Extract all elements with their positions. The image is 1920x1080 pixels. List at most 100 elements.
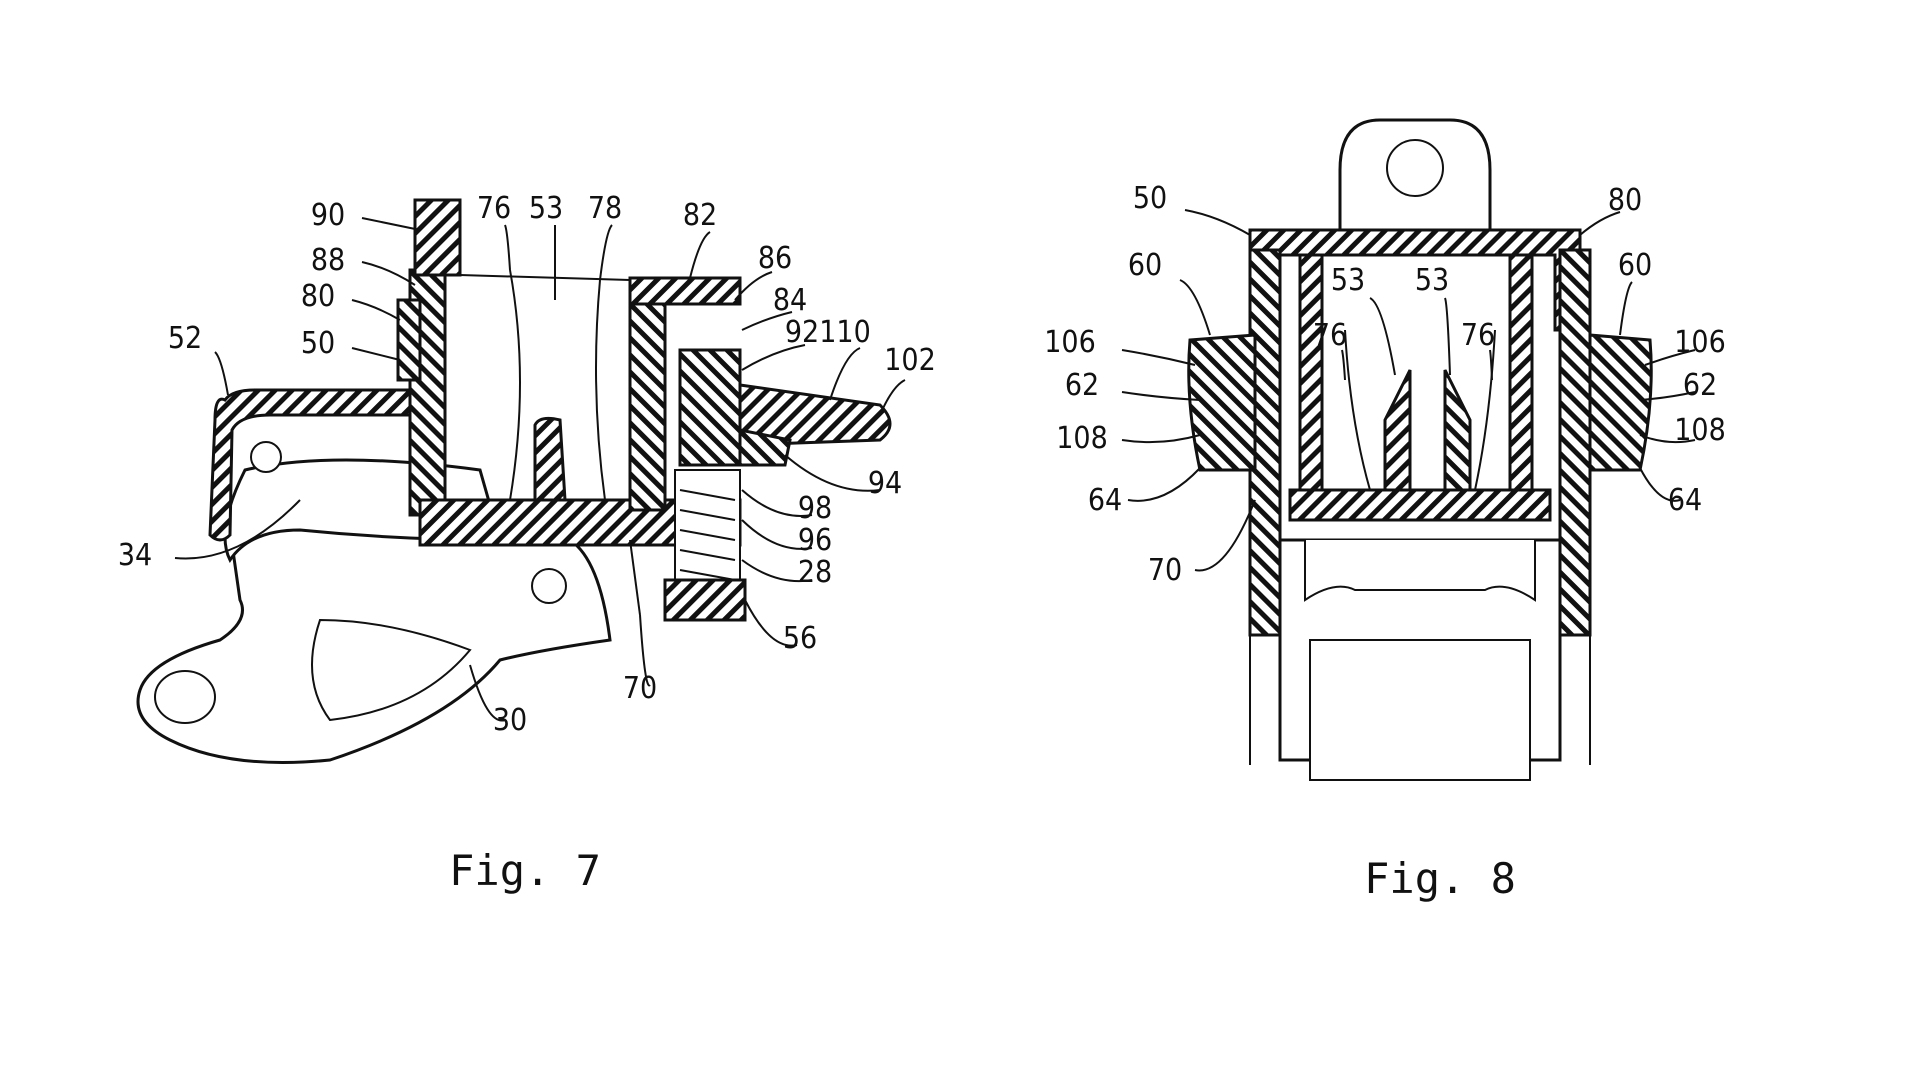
reference-numeral-64: 64 bbox=[1088, 483, 1122, 518]
reference-numeral-52: 52 bbox=[168, 321, 202, 356]
leader-line bbox=[1579, 211, 1621, 236]
collar-80 bbox=[396, 298, 422, 382]
leader-line bbox=[1489, 349, 1493, 381]
reference-numeral-64: 64 bbox=[1668, 483, 1702, 518]
leader-line bbox=[1184, 209, 1251, 236]
figure-captions: Fig. 7 Fig. 8 bbox=[449, 846, 1516, 903]
leader-line bbox=[639, 614, 651, 687]
reference-numeral-53: 53 bbox=[1415, 263, 1449, 298]
leader-line bbox=[744, 599, 798, 647]
leader-line bbox=[689, 231, 711, 279]
leader-line bbox=[361, 217, 421, 231]
arm-pin bbox=[250, 441, 282, 473]
leader-line bbox=[469, 664, 506, 722]
reference-numeral-80: 80 bbox=[301, 279, 335, 314]
reference-numeral-28: 28 bbox=[798, 555, 832, 590]
top-hole bbox=[1386, 139, 1444, 197]
reference-numeral-76: 76 bbox=[1461, 318, 1495, 353]
reference-numeral-82: 82 bbox=[683, 198, 717, 233]
reference-numeral-106: 106 bbox=[1674, 325, 1726, 360]
leader-line bbox=[214, 351, 229, 396]
housing-right-wall bbox=[628, 288, 667, 512]
valve-53-right bbox=[1443, 369, 1472, 492]
leader-line bbox=[599, 224, 613, 281]
collar-106-right bbox=[1588, 333, 1653, 472]
leader-line bbox=[1639, 391, 1696, 401]
reference-numeral-108: 108 bbox=[1674, 413, 1726, 448]
leader-line bbox=[1127, 467, 1201, 502]
reference-numeral-106: 106 bbox=[1044, 325, 1096, 360]
reference-numeral-62: 62 bbox=[1683, 368, 1717, 403]
reference-numeral-98: 98 bbox=[798, 491, 832, 526]
leader-line bbox=[1619, 281, 1633, 336]
reference-numeral-96: 96 bbox=[798, 523, 832, 558]
leader-line bbox=[879, 379, 906, 416]
reference-numeral-56: 56 bbox=[783, 621, 817, 656]
reference-numeral-70: 70 bbox=[623, 671, 657, 706]
curve-76 bbox=[509, 269, 521, 501]
lever-pin bbox=[531, 568, 567, 604]
valve-53 bbox=[533, 416, 567, 502]
reference-numeral-90: 90 bbox=[311, 198, 345, 233]
leader-line bbox=[1639, 467, 1681, 502]
figure-caption-7: Fig. 7 bbox=[449, 846, 601, 895]
reference-numeral-30: 30 bbox=[493, 703, 527, 738]
floor-70 bbox=[1288, 488, 1552, 522]
lever-hub bbox=[154, 670, 216, 724]
curve-78 bbox=[595, 279, 606, 501]
leader-line bbox=[741, 344, 806, 371]
reference-numeral-102: 102 bbox=[884, 343, 936, 378]
leader-line bbox=[1644, 349, 1696, 366]
leader-line bbox=[829, 347, 861, 401]
curve-76-left bbox=[1344, 329, 1371, 491]
reference-numeral-60: 60 bbox=[1618, 248, 1652, 283]
lower-foot bbox=[1309, 639, 1531, 781]
channel-70 bbox=[629, 539, 641, 616]
nozzle-110 bbox=[738, 383, 892, 447]
spring-96 bbox=[679, 489, 736, 581]
leader-line bbox=[1121, 434, 1201, 444]
reference-numeral-50: 50 bbox=[301, 326, 335, 361]
reference-numeral-70: 70 bbox=[1148, 553, 1182, 588]
leader-line bbox=[504, 224, 511, 271]
reference-numeral-60: 60 bbox=[1128, 248, 1162, 283]
curve-76-right bbox=[1474, 329, 1496, 491]
wall-50-right bbox=[1558, 248, 1592, 637]
leader-line bbox=[1179, 279, 1211, 336]
valve-53-left bbox=[1383, 369, 1412, 492]
lever-cutout bbox=[311, 618, 472, 722]
leader-line bbox=[734, 271, 773, 301]
tab-90 bbox=[413, 198, 462, 277]
reference-numeral-108: 108 bbox=[1056, 421, 1108, 456]
figure-caption-8: Fig. 8 bbox=[1364, 854, 1516, 903]
reference-numeral-94: 94 bbox=[868, 466, 902, 501]
leader-line bbox=[741, 519, 813, 550]
reference-numeral-62: 62 bbox=[1065, 368, 1099, 403]
leader-line bbox=[1121, 391, 1201, 401]
lower-notch bbox=[1304, 540, 1536, 602]
reference-numeral-86: 86 bbox=[758, 241, 792, 276]
leader-line bbox=[1639, 434, 1696, 444]
body-52 bbox=[208, 388, 422, 542]
leader-line bbox=[741, 559, 813, 583]
leader-line bbox=[174, 499, 301, 560]
reference-numeral-34: 34 bbox=[118, 538, 152, 573]
leader-line bbox=[741, 489, 813, 517]
rim-line bbox=[459, 274, 631, 281]
leader-line bbox=[784, 454, 881, 492]
leader-line bbox=[1121, 349, 1196, 366]
reference-numeral-92: 92 bbox=[785, 315, 819, 350]
reference-numeral-88: 88 bbox=[311, 243, 345, 278]
reference-numeral-110: 110 bbox=[819, 315, 871, 350]
figure-8 bbox=[1187, 118, 1653, 781]
reference-numeral-76: 76 bbox=[477, 191, 511, 226]
leader-line bbox=[351, 347, 401, 361]
reference-numeral-78: 78 bbox=[588, 191, 622, 226]
reference-numeral-50: 50 bbox=[1133, 181, 1167, 216]
leader-line bbox=[1369, 297, 1396, 376]
cap-82 bbox=[628, 276, 742, 306]
seal-94 bbox=[738, 428, 792, 467]
leader-line bbox=[1341, 349, 1346, 381]
